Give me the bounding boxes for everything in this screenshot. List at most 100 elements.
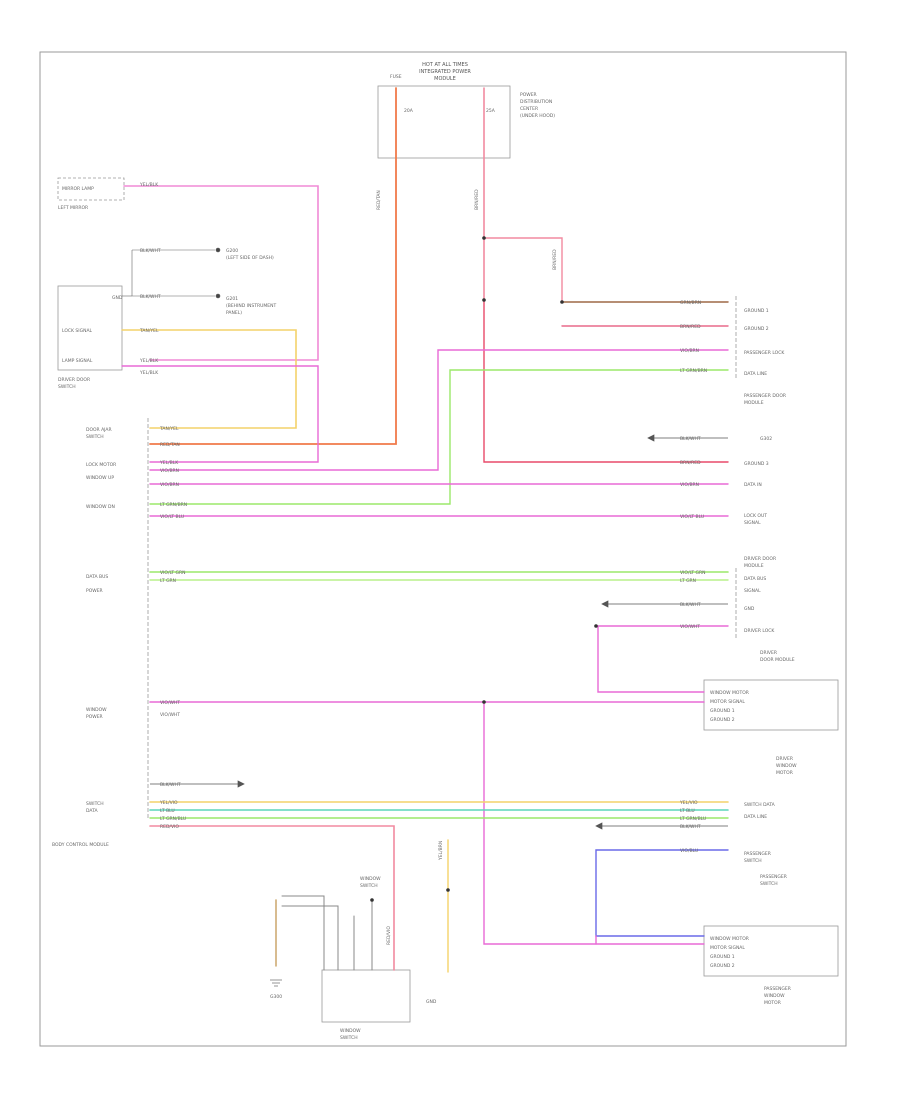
ground-arrows	[150, 434, 728, 830]
svg-text:SWITCH: SWITCH	[360, 883, 378, 889]
left-mirror: MIRROR LAMP LEFT MIRROR	[57, 177, 125, 211]
svg-text:WINDOW DN: WINDOW DN	[86, 504, 115, 510]
svg-text:DRIVER: DRIVER	[760, 650, 777, 656]
svg-text:(BEHIND INSTRUMENT: (BEHIND INSTRUMENT	[226, 303, 276, 309]
svg-text:DATA LINE: DATA LINE	[744, 371, 767, 377]
svg-text:MOTOR SIGNAL: MOTOR SIGNAL	[710, 945, 745, 951]
svg-text:LOCK SIGNAL: LOCK SIGNAL	[62, 328, 93, 334]
svg-text:BLK/WHT: BLK/WHT	[140, 248, 161, 254]
fuse-box: HOT AT ALL TIMES INTEGRATED POWER MODULE…	[377, 62, 555, 159]
svg-text:PANEL): PANEL)	[226, 310, 242, 316]
window-switch: WINDOW SWITCH	[321, 969, 411, 1041]
svg-text:SWITCH: SWITCH	[744, 858, 762, 864]
svg-text:SWITCH: SWITCH	[340, 1035, 358, 1041]
svg-text:VIO/LT GRN: VIO/LT GRN	[680, 570, 706, 576]
svg-text:G200: G200	[226, 248, 238, 254]
passenger-window-motor: WINDOW MOTOR MOTOR SIGNAL GROUND 1 GROUN…	[703, 925, 839, 1006]
svg-text:25A: 25A	[486, 108, 496, 114]
svg-text:GND: GND	[426, 999, 437, 1005]
svg-text:DRIVER DOOR: DRIVER DOOR	[744, 556, 776, 562]
svg-text:LT GRN/BRN: LT GRN/BRN	[160, 502, 187, 508]
svg-text:DOOR MODULE: DOOR MODULE	[760, 657, 795, 663]
svg-text:MOTOR SIGNAL: MOTOR SIGNAL	[710, 699, 745, 705]
svg-text:G300: G300	[270, 994, 282, 1000]
svg-text:DATA IN: DATA IN	[744, 482, 762, 488]
svg-text:POWER: POWER	[86, 714, 103, 720]
svg-text:VIO/WHT: VIO/WHT	[160, 700, 180, 706]
svg-text:INTEGRATED POWER: INTEGRATED POWER	[419, 69, 471, 75]
svg-text:WINDOW: WINDOW	[86, 707, 107, 713]
svg-text:DATA BUS: DATA BUS	[744, 576, 766, 582]
svg-text:WINDOW UP: WINDOW UP	[86, 475, 114, 481]
wires	[121, 87, 729, 973]
svg-text:VIO/BRN: VIO/BRN	[160, 482, 179, 488]
svg-text:LT GRN: LT GRN	[160, 578, 176, 584]
svg-text:MOTOR: MOTOR	[776, 770, 793, 776]
svg-text:MIRROR LAMP: MIRROR LAMP	[62, 186, 94, 192]
svg-text:LT GRN/BRN: LT GRN/BRN	[680, 368, 707, 374]
svg-text:WINDOW: WINDOW	[764, 993, 785, 999]
ground-symbol	[270, 979, 282, 987]
svg-text:PASSENGER DOOR: PASSENGER DOOR	[744, 393, 786, 399]
driver-window-motor: WINDOW MOTOR MOTOR SIGNAL GROUND 1 GROUN…	[703, 679, 839, 776]
svg-text:YEL/BLK: YEL/BLK	[139, 358, 159, 364]
svg-text:DATA LINE: DATA LINE	[744, 814, 767, 820]
svg-text:LT GRN: LT GRN	[680, 578, 696, 584]
svg-text:GROUND 1: GROUND 1	[744, 308, 769, 314]
svg-text:RED/TAN: RED/TAN	[376, 190, 382, 210]
svg-text:PASSENGER: PASSENGER	[764, 986, 791, 992]
svg-text:SIGNAL: SIGNAL	[744, 520, 761, 526]
svg-text:G302: G302	[760, 436, 772, 442]
svg-text:BRN/RED: BRN/RED	[680, 324, 701, 330]
svg-text:YEL/BLK: YEL/BLK	[139, 182, 159, 188]
svg-text:G201: G201	[226, 296, 238, 302]
svg-text:GROUND 1: GROUND 1	[710, 954, 735, 960]
svg-text:MODULE: MODULE	[744, 563, 764, 569]
svg-text:DATA BUS: DATA BUS	[86, 574, 108, 580]
body-control-module: DOOR AJAR SWITCH LOCK MOTOR WINDOW UP WI…	[52, 418, 149, 848]
svg-text:VIO/WHT: VIO/WHT	[160, 712, 180, 718]
svg-text:LAMP SIGNAL: LAMP SIGNAL	[62, 358, 93, 364]
ground-connectors	[122, 247, 221, 299]
svg-text:FUSE: FUSE	[390, 74, 402, 80]
passenger-door-module: GROUND 1 GROUND 2 PASSENGER LOCK DATA LI…	[735, 296, 786, 406]
svg-text:YEL/BRN: YEL/BRN	[438, 841, 444, 861]
svg-text:BLK/WHT: BLK/WHT	[680, 436, 701, 442]
svg-text:WINDOW MOTOR: WINDOW MOTOR	[710, 690, 749, 696]
svg-text:(LEFT SIDE OF DASH): (LEFT SIDE OF DASH)	[226, 255, 274, 261]
svg-text:MODULE: MODULE	[434, 76, 456, 82]
wire-labels: YEL/BLK BLK/WHT BLK/WHT TAN/YEL YEL/BLK …	[139, 182, 707, 945]
svg-text:LT GRN/BLU: LT GRN/BLU	[680, 816, 706, 822]
svg-text:BLK/WHT: BLK/WHT	[140, 294, 161, 300]
svg-text:MOTOR: MOTOR	[764, 1000, 781, 1006]
svg-text:WINDOW: WINDOW	[776, 763, 797, 769]
svg-text:GROUND 2: GROUND 2	[710, 717, 735, 723]
svg-text:PASSENGER: PASSENGER	[760, 874, 787, 880]
svg-text:BLK/WHT: BLK/WHT	[680, 824, 701, 830]
driver-door-module: DRIVER DOOR MODULE DATA BUS SIGNAL GND D…	[735, 556, 795, 663]
svg-text:GROUND 3: GROUND 3	[744, 461, 769, 467]
svg-text:VIO/BRN: VIO/BRN	[680, 348, 699, 354]
svg-text:RED/VIO: RED/VIO	[386, 926, 392, 945]
svg-text:GROUND 2: GROUND 2	[710, 963, 735, 969]
svg-text:(UNDER HOOD): (UNDER HOOD)	[520, 113, 555, 119]
svg-text:VIO/LT GRN: VIO/LT GRN	[160, 570, 186, 576]
svg-text:LT BLU: LT BLU	[680, 808, 695, 814]
svg-text:RED/TAN: RED/TAN	[160, 442, 180, 448]
svg-text:POWER: POWER	[86, 588, 103, 594]
splices	[370, 236, 598, 902]
svg-text:SIGNAL: SIGNAL	[744, 588, 761, 594]
svg-text:DRIVER: DRIVER	[776, 756, 793, 762]
svg-text:VIO/BLU: VIO/BLU	[680, 848, 698, 854]
svg-text:BLK/WHT: BLK/WHT	[160, 782, 181, 788]
svg-text:BODY CONTROL MODULE: BODY CONTROL MODULE	[52, 842, 109, 848]
svg-text:SWITCH DATA: SWITCH DATA	[744, 802, 776, 808]
svg-text:BRN/RED: BRN/RED	[552, 249, 558, 270]
svg-text:VIO/LT BLU: VIO/LT BLU	[680, 514, 704, 520]
svg-text:RED/VIO: RED/VIO	[160, 824, 179, 830]
svg-text:GRN/BRN: GRN/BRN	[680, 300, 701, 306]
svg-text:DRIVER DOOR: DRIVER DOOR	[58, 377, 90, 383]
svg-text:PASSENGER LOCK: PASSENGER LOCK	[744, 350, 785, 356]
svg-text:YEL/BLK: YEL/BLK	[139, 370, 159, 376]
